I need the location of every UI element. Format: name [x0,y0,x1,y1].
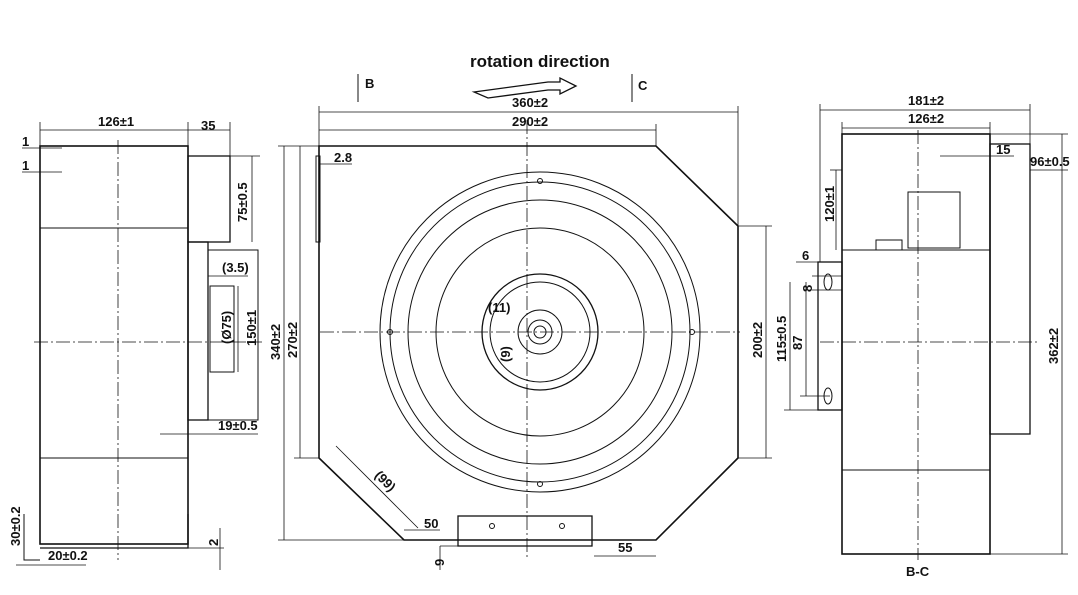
dim-6: 6 [802,248,809,263]
dim-1-b: 1 [22,158,29,173]
dim-75: 75±0.5 [235,182,250,222]
dim-99: (99) [372,468,399,495]
dim-3-5: (3.5) [222,260,249,275]
dim-150: 150±1 [244,310,259,346]
dim-270: 270±2 [285,322,300,358]
dim-200: 200±2 [750,322,765,358]
dim-120: 120±1 [822,186,837,222]
dim-55: 55 [618,540,632,555]
dim-126-right: 126±2 [908,111,944,126]
dim-290: 290±2 [512,114,548,129]
section-bc-label: B-C [906,564,930,579]
right-section-view: 181±2 126±2 15 96±0.5 120±1 6 8 115±0.5 … [774,93,1070,579]
dim-126-left: 126±1 [98,114,134,129]
dim-340: 340±2 [268,324,283,360]
dim-11: (11) [488,300,510,315]
right-housing-outline [841,133,991,555]
dim-1-a: 1 [22,134,29,149]
left-housing-outline [39,145,189,545]
dim-2: 2 [206,539,221,546]
dim-87: 87 [790,336,805,350]
dim-9b: 9 [432,559,447,566]
dim-360: 360±2 [512,95,548,110]
left-side-view: 126±1 35 1 1 75±0.5 (3.5) (Ø75) 150±1 19… [8,114,262,570]
front-view: 360±2 290±2 2.8 340±2 270±2 (11) (9) (99… [268,95,772,570]
dim-8: 8 [800,285,815,292]
section-c-label: C [638,78,648,93]
dim-15: 15 [996,142,1010,157]
dim-115: 115±0.5 [774,316,789,362]
dim-181: 181±2 [908,93,944,108]
dim-phi-75: (Ø75) [219,311,234,344]
dim-50: 50 [424,516,438,531]
dim-20: 20±0.2 [48,548,88,563]
front-housing-outline [318,145,739,541]
dim-19: 19±0.5 [218,418,258,433]
dim-9: (9) [498,346,513,362]
dim-35: 35 [201,118,215,133]
rotation-direction-title: rotation direction [470,52,610,71]
dim-362: 362±2 [1046,328,1061,364]
rotation-arrow-icon [471,76,578,99]
dim-30: 30±0.2 [8,506,23,546]
dim-96: 96±0.5 [1030,154,1070,169]
section-b-label: B [365,76,374,91]
dim-2-8: 2.8 [334,150,352,165]
